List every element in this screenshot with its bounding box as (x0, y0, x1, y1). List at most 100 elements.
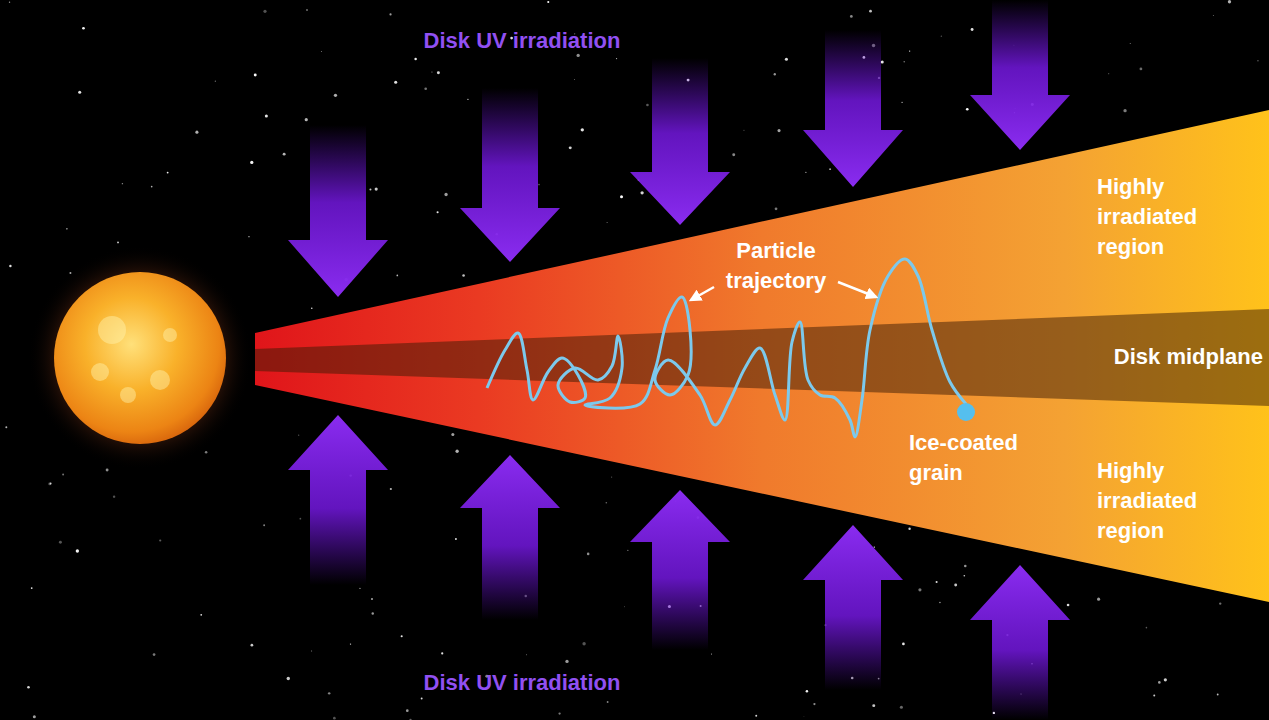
star-dot (369, 188, 371, 190)
star-dot (437, 71, 440, 74)
star-dot (620, 195, 623, 198)
uv-arrow (460, 88, 560, 262)
star-dot (9, 1, 10, 2)
star-dot (558, 712, 560, 714)
star-dot (394, 81, 397, 84)
star-dot (711, 653, 712, 654)
star-dot (153, 653, 156, 656)
star-dot (298, 435, 299, 436)
uv-arrow (460, 455, 560, 620)
star-dot (1129, 43, 1131, 45)
star-dot (526, 654, 528, 656)
star-dot (902, 643, 905, 646)
star-dot (401, 635, 403, 637)
star-dot (333, 717, 336, 720)
star-dot (200, 614, 202, 616)
star-dot (806, 690, 809, 693)
star-dot (1153, 694, 1155, 696)
star-dot (371, 598, 373, 600)
uv-arrow (803, 525, 903, 690)
uv-arrow (288, 125, 388, 297)
leader-line (691, 287, 714, 300)
star-dot (538, 184, 540, 186)
uv-label: Disk UV irradiation (424, 26, 621, 56)
disk-wedge (255, 110, 1269, 602)
star-dot (547, 1, 549, 3)
star-dot (48, 483, 51, 486)
star (54, 272, 226, 444)
grain-label: Ice-coated grain (909, 428, 1039, 488)
star-dot (874, 546, 875, 547)
star-dot (1097, 598, 1100, 601)
uv-arrow (970, 565, 1070, 720)
star-dot (31, 587, 33, 589)
star-dot (321, 51, 322, 52)
star-dot (605, 502, 607, 504)
star-dot (964, 565, 967, 568)
star-dot (455, 450, 458, 453)
star-dot (311, 650, 313, 652)
star-dot (372, 612, 374, 614)
star-dot (732, 153, 735, 156)
star-dot (250, 161, 253, 164)
star-dot (1067, 604, 1070, 607)
region-label: Highly irradiated region (1097, 172, 1227, 262)
uv-arrow (288, 415, 388, 585)
star-dot (455, 538, 457, 540)
star-dot (9, 265, 11, 267)
star-dot (205, 451, 208, 454)
star-dot (850, 15, 853, 18)
star-dot (113, 495, 115, 497)
star-dot (375, 188, 378, 191)
star-dot (607, 222, 608, 223)
star-dot (813, 703, 815, 705)
star-dot (971, 28, 974, 31)
star-dot (1146, 627, 1148, 629)
star-dot (248, 236, 249, 237)
star-dot (299, 518, 301, 520)
leader-line (838, 282, 876, 297)
star-dot (33, 715, 36, 718)
star-dot (287, 677, 290, 680)
star-flare (150, 370, 170, 390)
star-dot (743, 130, 744, 131)
star-dot (82, 27, 85, 30)
trajectory-label: Particle trajectory (701, 236, 851, 296)
star-dot (195, 131, 198, 134)
star-dot (305, 118, 308, 121)
star-dot (251, 644, 254, 647)
star-dot (939, 602, 941, 604)
uv-arrow (803, 30, 903, 187)
star-dot (1164, 678, 1167, 681)
star-dot (350, 643, 351, 644)
star-dot (396, 275, 398, 277)
star-dot (954, 584, 957, 587)
star-dot (777, 129, 780, 132)
star-dot (451, 433, 454, 436)
star-dot (59, 541, 62, 544)
star-dot (1228, 0, 1231, 3)
star-dot (869, 10, 872, 13)
star-dot (616, 58, 617, 59)
star-dot (785, 58, 788, 61)
star-dot (334, 94, 337, 97)
ice-grain-dot (957, 403, 975, 421)
star-dot (421, 698, 423, 700)
star-dot (936, 581, 938, 583)
star-dot (574, 78, 576, 80)
star-dot (646, 104, 649, 107)
star-dot (565, 660, 568, 663)
star-dot (624, 606, 626, 608)
star-dot (582, 642, 585, 645)
star-dot (467, 99, 468, 100)
star-dot (437, 211, 439, 213)
star-dot (577, 54, 580, 57)
star-dot (359, 588, 360, 589)
uv-arrow (970, 0, 1070, 150)
star-dot (27, 686, 30, 689)
star-flare (120, 387, 136, 403)
star-dot (431, 72, 432, 73)
star-flare (91, 363, 109, 381)
